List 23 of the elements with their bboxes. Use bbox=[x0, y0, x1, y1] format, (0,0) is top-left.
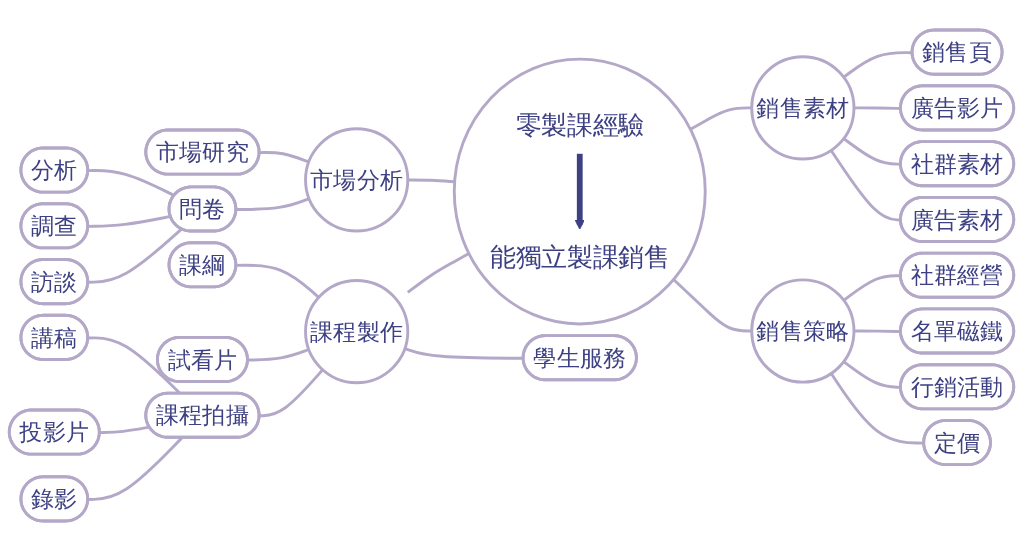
node-circle: 銷售素材 bbox=[750, 55, 856, 161]
connector bbox=[88, 214, 171, 228]
connector bbox=[842, 51, 913, 79]
node-circle: 市場分析 bbox=[304, 127, 410, 233]
node-text: 零製課經驗 bbox=[515, 110, 644, 140]
cluster bbox=[452, 57, 707, 326]
connector bbox=[236, 263, 320, 299]
connector bbox=[406, 252, 470, 294]
connector bbox=[404, 347, 524, 360]
connector bbox=[259, 151, 310, 164]
node-circle: 銷售策略 bbox=[750, 278, 856, 384]
connector bbox=[248, 348, 310, 362]
connector bbox=[689, 106, 752, 131]
node-circle: 課程製作 bbox=[304, 279, 410, 385]
arrow bbox=[574, 153, 585, 230]
connector bbox=[407, 178, 456, 184]
connector bbox=[99, 425, 150, 435]
connector bbox=[672, 278, 752, 333]
connector bbox=[259, 368, 324, 418]
connector bbox=[88, 169, 176, 197]
node-text: 能獨立製課銷售 bbox=[490, 243, 670, 273]
connector bbox=[236, 197, 310, 211]
connector bbox=[88, 228, 183, 284]
